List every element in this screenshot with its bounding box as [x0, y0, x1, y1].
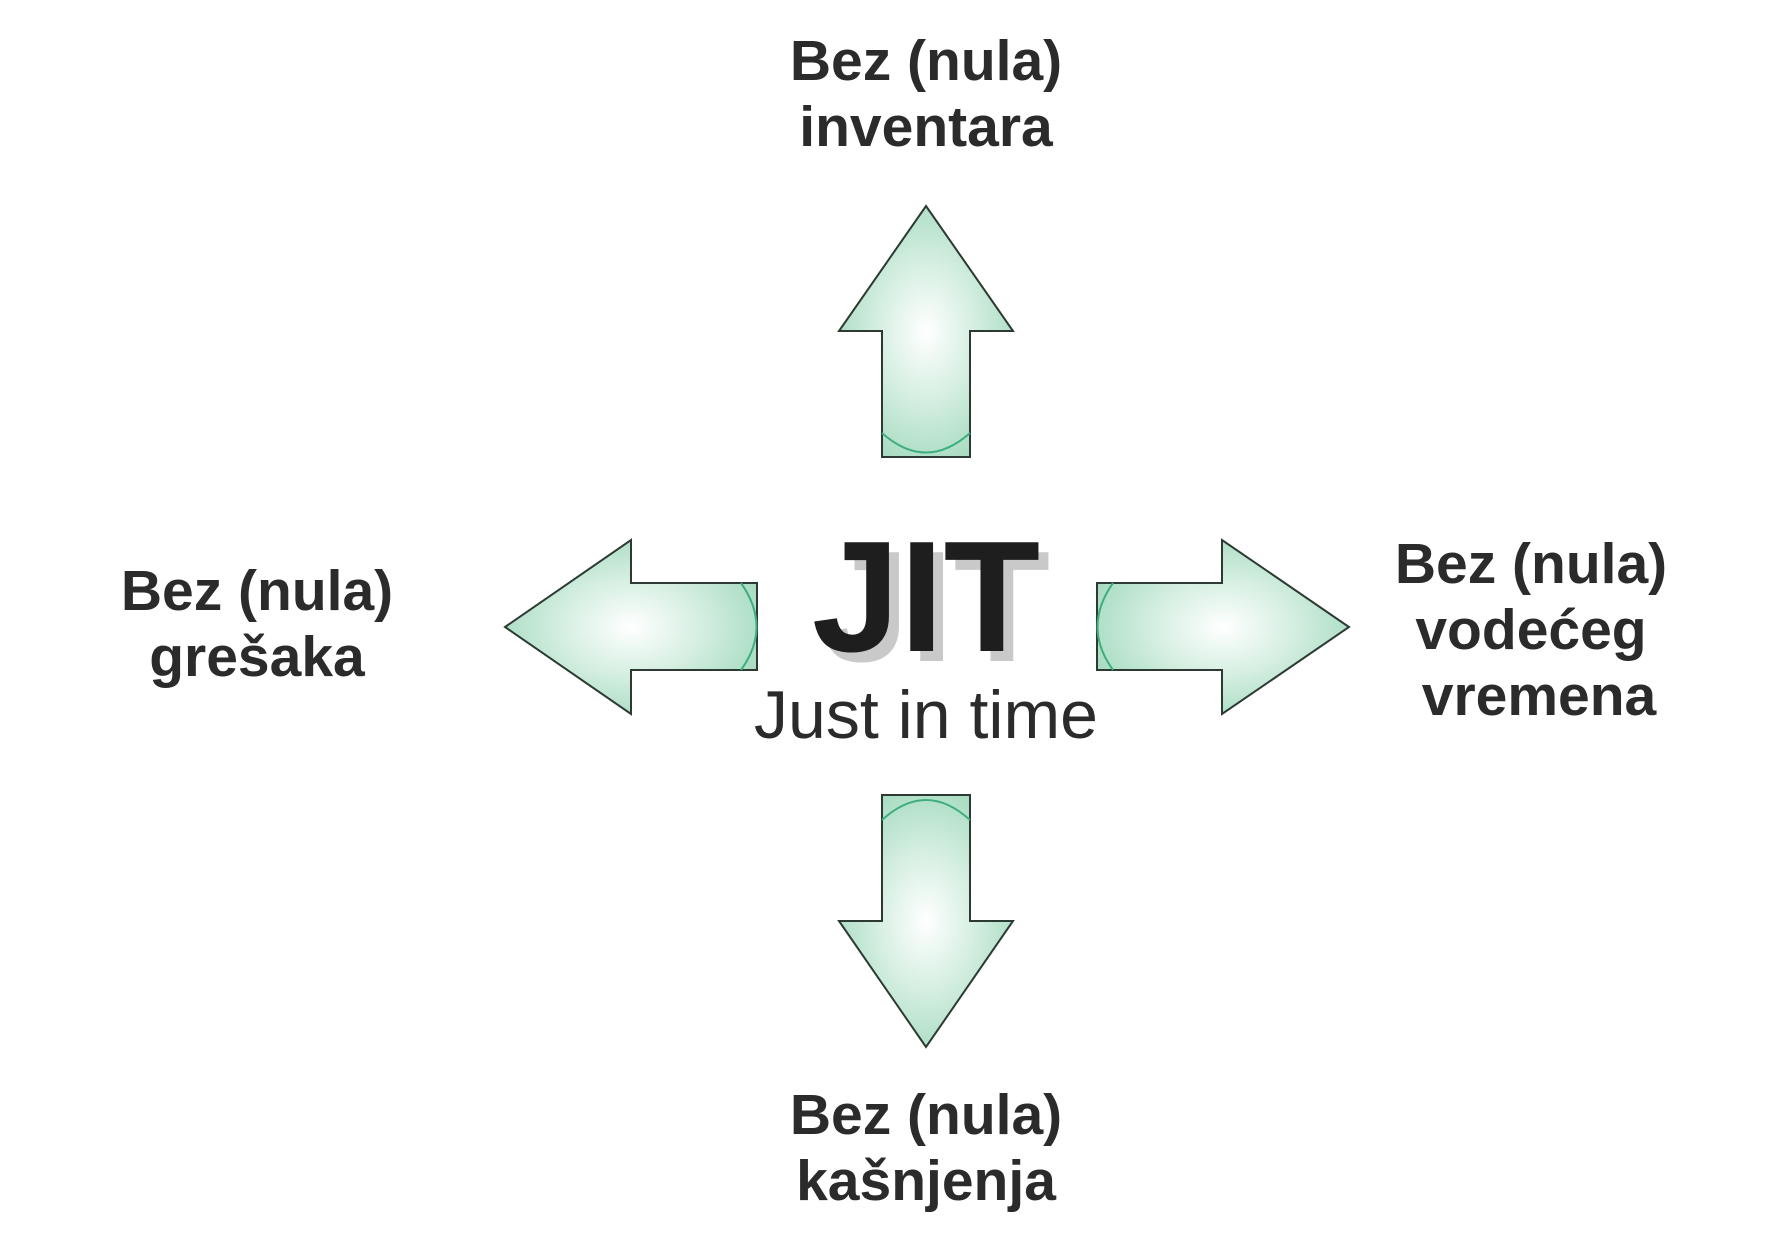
center-title-shadow: JIT — [822, 519, 1050, 695]
goal-bottom-line2: kašnjenja — [796, 1149, 1057, 1213]
arrow-down-icon — [837, 794, 1015, 1049]
center-subtitle: Just in time — [754, 677, 1098, 753]
goal-left-line1: Bez (nula) — [121, 559, 393, 623]
goal-left-line2: grešaka — [149, 625, 366, 689]
arrow-up-icon — [837, 204, 1015, 458]
arrow-right-icon — [1096, 538, 1351, 716]
center-title: JIT — [812, 509, 1040, 685]
goal-right-line2: vodećeg — [1415, 598, 1646, 662]
goal-top-line1: Bez (nula) — [790, 29, 1062, 93]
goal-label-bottom: Bez (nula) kašnjenja — [790, 1083, 1062, 1213]
arrow-left-icon — [503, 538, 758, 716]
goal-right-line3: vremena — [1422, 664, 1658, 728]
goal-label-left: Bez (nula) grešaka — [121, 559, 393, 689]
goal-right-line1: Bez (nula) — [1395, 532, 1667, 596]
goal-label-right: Bez (nula) vodećeg vremena — [1395, 532, 1667, 728]
goal-bottom-line1: Bez (nula) — [790, 1083, 1062, 1147]
goal-label-top: Bez (nula) inventara — [790, 29, 1062, 159]
goal-top-line2: inventara — [799, 95, 1054, 159]
